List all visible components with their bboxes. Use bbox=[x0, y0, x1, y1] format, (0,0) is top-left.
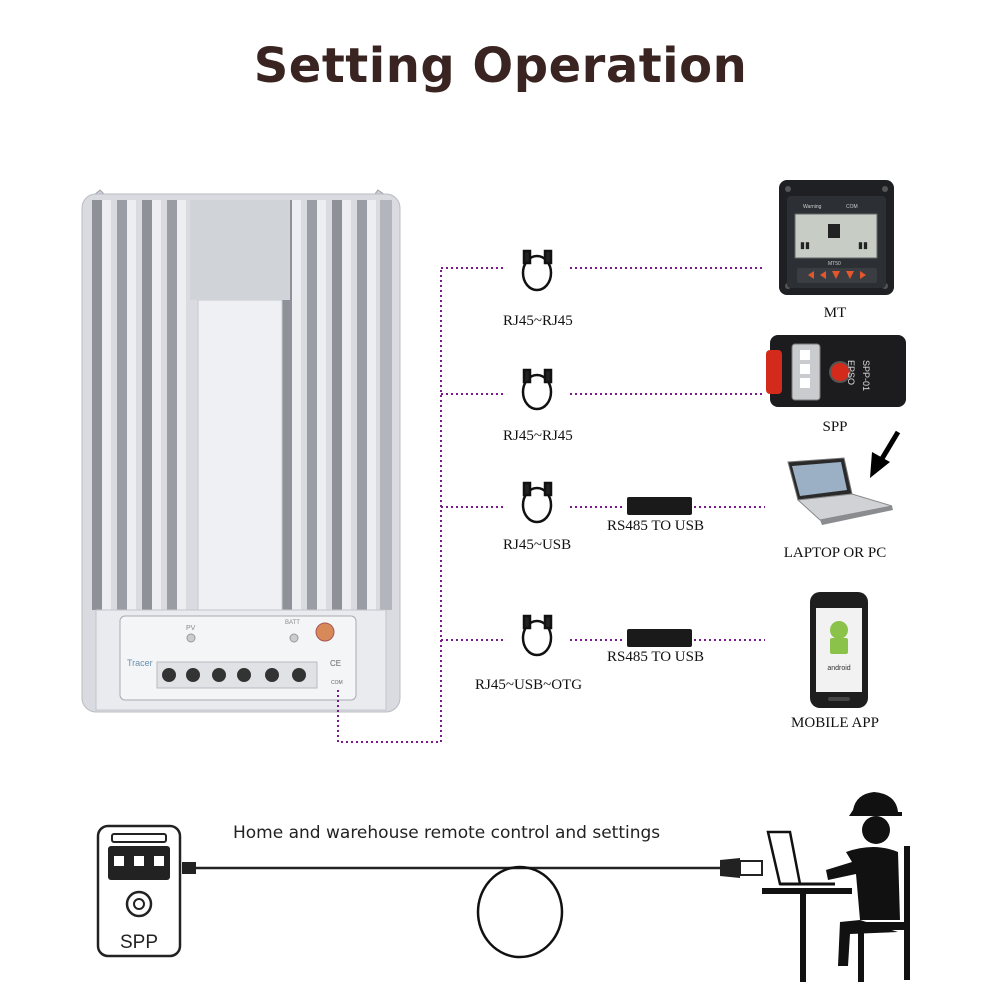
pv-label: PV bbox=[186, 625, 196, 632]
device-label-mt: MT bbox=[823, 305, 847, 321]
cable-icon bbox=[521, 249, 553, 292]
spp-logo: EPSO bbox=[846, 360, 856, 385]
android-logo-text: android bbox=[827, 665, 850, 672]
bottom-caption: Home and warehouse remote control and se… bbox=[233, 823, 661, 843]
device-label-app: MOBILE APP bbox=[791, 715, 879, 731]
mt-model-label: MT50 bbox=[828, 261, 841, 267]
cable-label-mt: RJ45~RJ45 bbox=[503, 313, 573, 329]
laptop-icon bbox=[787, 457, 893, 525]
cable-label-spp: RJ45~RJ45 bbox=[503, 428, 573, 444]
rs485-adapter bbox=[627, 497, 692, 515]
device-label-pc: LAPTOP OR PC bbox=[783, 545, 887, 561]
android-phone-icon: android bbox=[810, 592, 868, 708]
cable-label-pc: RJ45~USB bbox=[503, 537, 572, 553]
mt-screen-reading: ▮▮ bbox=[858, 240, 868, 250]
rs485-adapter bbox=[627, 629, 692, 647]
mt-meter-device: Warning COM ▮▮ ▮▮ MT50 bbox=[779, 180, 894, 295]
spp-model-label: SPP-01 bbox=[861, 360, 871, 391]
trunk-line bbox=[337, 268, 442, 743]
down-left-arrow-icon bbox=[870, 430, 901, 478]
mt-buttons bbox=[808, 271, 866, 279]
com-label: COM bbox=[331, 680, 343, 686]
terminal-screws bbox=[156, 661, 318, 689]
bottom-spp-label: SPP bbox=[120, 932, 158, 953]
usb-cable-icon bbox=[182, 858, 763, 959]
ce-mark: CE bbox=[330, 659, 341, 668]
device-label-spp: SPP bbox=[822, 419, 848, 435]
mt-screen-reading: ▮▮ bbox=[800, 240, 810, 250]
batt-label: BATT bbox=[285, 620, 300, 626]
tracer-brand: Tracer bbox=[127, 658, 153, 668]
adapter-label-pc: RS485 TO USB bbox=[607, 518, 704, 534]
cable-icon bbox=[521, 481, 553, 524]
heatsink-fins bbox=[92, 200, 392, 610]
page-title: Setting Operation bbox=[253, 38, 748, 94]
mt-warning-label: Warning bbox=[803, 204, 822, 210]
worker-at-desk-icon bbox=[762, 792, 910, 982]
cable-icon bbox=[521, 614, 553, 657]
adapter-label-app: RS485 TO USB bbox=[607, 649, 704, 665]
connection-lines bbox=[337, 267, 765, 743]
solar-charge-controller: PV BATT Tracer CE COM bbox=[81, 189, 401, 713]
mt-com-label: COM bbox=[846, 204, 858, 210]
spp-device: EPSO SPP-01 bbox=[766, 335, 906, 407]
cable-icon bbox=[521, 368, 553, 411]
cable-label-app: RJ45~USB~OTG bbox=[475, 677, 583, 693]
bottom-spp-icon: SPP bbox=[96, 824, 182, 958]
